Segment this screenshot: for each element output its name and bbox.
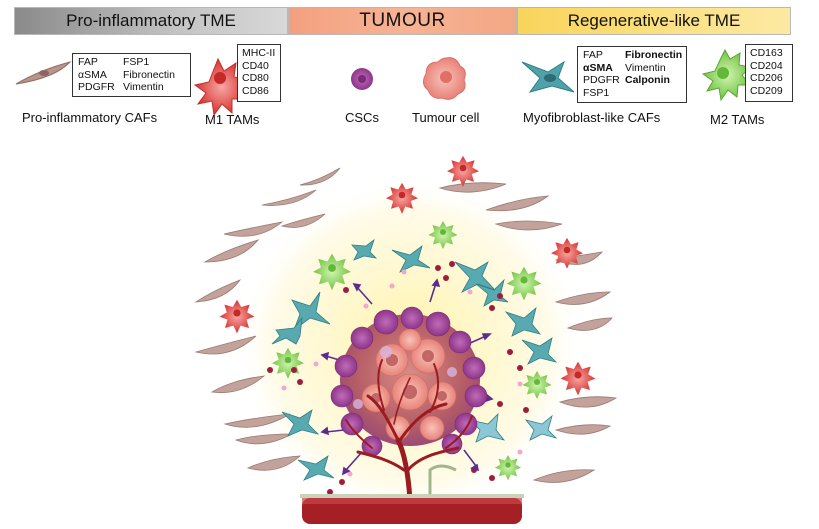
header-regen-label: Regenerative-like TME bbox=[567, 11, 741, 30]
m2-tams bbox=[272, 221, 552, 481]
marker-box-m2: CD163 CD204 CD206 CD209 bbox=[745, 44, 793, 102]
label-m2-tams: M2 TAMs bbox=[710, 112, 765, 127]
pro-caf-marker: FSP1 bbox=[123, 56, 150, 68]
legend-pro-caf-icon bbox=[15, 61, 72, 85]
m1-marker: CD80 bbox=[242, 72, 269, 84]
legend-m1-icon bbox=[193, 57, 250, 117]
label-pro-cafs: Pro-inflammatory CAFs bbox=[22, 110, 158, 125]
m2-marker: CD209 bbox=[750, 84, 783, 97]
m1-tams bbox=[219, 155, 596, 396]
main-blood-vessel bbox=[300, 464, 524, 524]
myo-cafs bbox=[271, 238, 558, 481]
header-tumour-label: TUMOUR bbox=[359, 10, 446, 31]
pro-caf-marker: FAP bbox=[78, 56, 98, 68]
myo-caf-marker: PDGFR bbox=[583, 74, 620, 86]
myo-caf-marker: αSMA bbox=[583, 61, 613, 74]
label-myo-cafs: Myofibroblast-like CAFs bbox=[523, 110, 661, 125]
label-cscs: CSCs bbox=[345, 110, 379, 125]
header-regenerative: Regenerative-like TME bbox=[517, 7, 791, 35]
vasculature bbox=[345, 359, 473, 503]
pro-caf-marker: αSMA bbox=[78, 68, 107, 81]
header-pro-label: Pro-inflammatory TME bbox=[66, 11, 236, 30]
marker-box-m1: MHC-II CD40 CD80 CD86 bbox=[237, 44, 281, 102]
myo-caf-marker: Calponin bbox=[625, 74, 670, 86]
marker-box-myo-cafs: FAP αSMA PDGFR FSP1 Fibronectin Vimentin… bbox=[577, 46, 687, 103]
m2-marker: CD204 bbox=[750, 59, 783, 72]
pro-caf-marker: Vimentin bbox=[123, 81, 164, 93]
legend-m2-icon bbox=[701, 48, 753, 102]
legend-myo-caf-icon bbox=[521, 60, 575, 93]
m1-marker: CD86 bbox=[242, 84, 269, 97]
m1-marker: MHC-II bbox=[242, 47, 276, 59]
m2-marker: CD163 bbox=[750, 47, 783, 59]
secreted-particles bbox=[267, 261, 529, 495]
legend-csc-icon bbox=[351, 68, 373, 90]
label-m1-tams: M1 TAMs bbox=[205, 112, 260, 127]
m1-marker: CD40 bbox=[242, 59, 269, 72]
myo-caf-marker: Vimentin bbox=[625, 61, 666, 74]
legend-tumour-cell-icon bbox=[422, 57, 466, 100]
marker-box-pro-cafs: FAP αSMA PDGFR FSP1 Fibronectin Vimentin bbox=[72, 53, 191, 97]
myo-caf-marker: FSP1 bbox=[583, 86, 610, 99]
header-pro-inflammatory: Pro-inflammatory TME bbox=[14, 7, 288, 35]
myo-caf-marker: Fibronectin bbox=[625, 49, 683, 61]
label-tumour-cell: Tumour cell bbox=[412, 110, 480, 125]
header-tumour: TUMOUR bbox=[288, 7, 517, 35]
m2-marker: CD206 bbox=[750, 72, 783, 84]
myo-caf-marker: FAP bbox=[583, 49, 603, 61]
pro-caf-marker: PDGFR bbox=[78, 81, 115, 93]
tme-illustration bbox=[194, 155, 618, 524]
pro-caf-marker: Fibronectin bbox=[123, 68, 175, 81]
